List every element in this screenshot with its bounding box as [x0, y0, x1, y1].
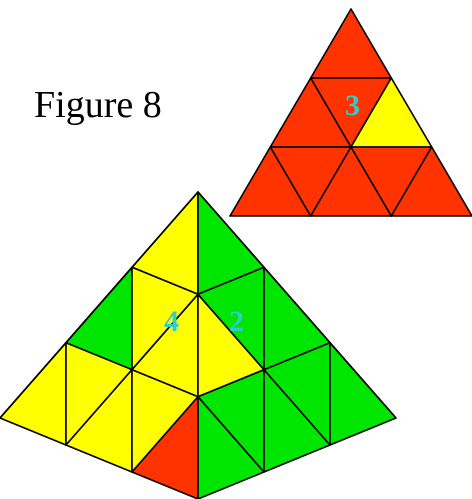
- pyramid-right-face: [197, 191, 397, 499]
- top-piece-cell: [309, 8, 393, 79]
- pyramid-right-number: 2: [229, 305, 244, 338]
- pyramid-left-number: 4: [164, 305, 179, 338]
- top-piece-triangle: [229, 8, 472, 217]
- top-piece-number: 3: [345, 89, 360, 122]
- figure-title: Figure 8: [34, 84, 162, 126]
- pyramid-left-cell: [0, 341, 67, 446]
- top-piece-cell: [390, 146, 472, 217]
- pyramid-left-face: [0, 191, 199, 499]
- pyramid: [0, 190, 397, 499]
- pyramid-right-cell: [329, 341, 397, 446]
- pyramid-outline: [0, 190, 397, 419]
